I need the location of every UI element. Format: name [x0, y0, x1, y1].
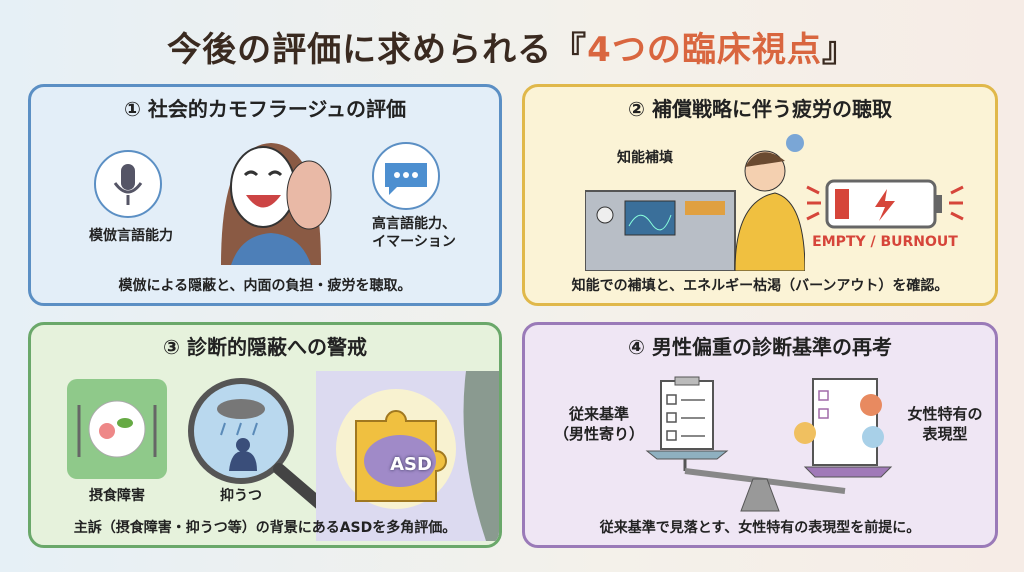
empty-battery-icon	[806, 179, 964, 229]
label-line: 女性特有の	[907, 405, 983, 423]
panel-male-bias-criteria: ④ 男性偏重の診断基準の再考 従来基準（男性寄り） 女性特有の表現型 従来基準で…	[522, 322, 998, 548]
panel-diagnostic-overshadowing: ③ 診断的隠蔽への警戒 摂食障害 抑うつ ASD 主訴（摂食障害・抑うつ等）の背…	[28, 322, 502, 548]
label-line: （男性寄り）	[553, 424, 644, 443]
label-line: 高言語能力、	[372, 216, 456, 232]
label-depression: 抑うつ	[220, 488, 262, 504]
label-eating-disorder: 摂食障害	[89, 488, 145, 504]
asd-puzzle-brain-icon	[316, 371, 499, 541]
panel-footer: 従来基準で見落とす、女性特有の表現型を前提に。	[599, 520, 921, 536]
panel-heading: ② 補償戦略に伴う疲労の聴取	[628, 97, 892, 121]
label-female-phenotype: 女性特有の表現型	[895, 405, 995, 444]
label-empty-burnout: EMPTY / BURNOUT	[812, 234, 958, 250]
label-asd: ASD	[390, 454, 432, 475]
magnifier-depression-icon	[188, 378, 327, 511]
panel-heading: ④ 男性偏重の診断基準の再考	[628, 335, 892, 359]
panel-footer: 模倣による隠蔽と、内面の負担・疲労を聴取。	[118, 278, 412, 294]
panel-footer: 主訴（摂食障害・抑うつ等）の背景にあるASDを多角評価。	[73, 520, 457, 536]
plate-icon	[67, 379, 167, 479]
mask-person-illustration	[221, 143, 332, 265]
page-title: 今後の評価に求められる『4つの臨床視点』	[0, 22, 1024, 71]
microphone-icon	[94, 150, 162, 218]
label-intellectual-compensation: 知能補填	[617, 150, 673, 166]
chat-bubble-icon	[372, 142, 440, 210]
panel-footer: 知能での補填と、エネルギー枯渇（バーンアウト）を確認。	[571, 278, 949, 294]
title-highlight: 4つの臨床視点	[587, 30, 822, 70]
title-end: 』	[821, 30, 857, 70]
label-conventional-criteria: 従来基準（男性寄り）	[549, 405, 649, 444]
title-text: 今後の評価に求められる『	[167, 30, 588, 70]
label-line: イマーション	[372, 234, 456, 251]
label-high-language: 高言語能力、イマーション	[349, 215, 479, 251]
panel-heading: ① 社会的カモフラージュの評価	[123, 97, 407, 121]
label-imitation-language: 模倣言語能力	[89, 228, 173, 244]
control-panel-person-illustration	[585, 134, 805, 271]
panel-heading: ③ 診断的隠蔽への警戒	[163, 335, 367, 359]
panel-compensation-fatigue: ② 補償戦略に伴う疲労の聴取 知能補填 EMPTY / BURNOUT 知能での…	[522, 84, 998, 306]
label-line: 表現型	[922, 424, 968, 443]
panel-social-camouflage: ① 社会的カモフラージュの評価 模倣言語能力 高言語能力、イマーション 模倣によ…	[28, 84, 502, 306]
balance-scale-illustration	[645, 376, 893, 512]
label-line: 従来基準	[568, 405, 629, 423]
